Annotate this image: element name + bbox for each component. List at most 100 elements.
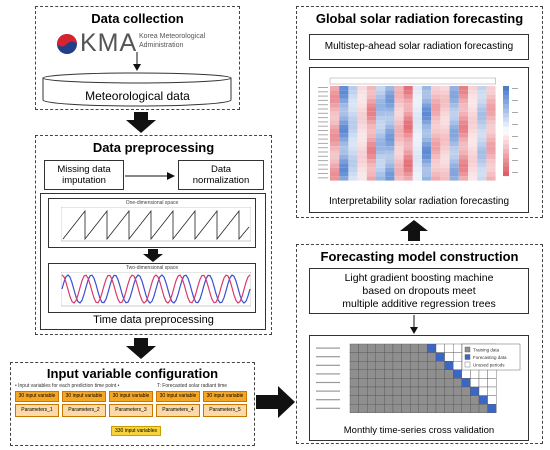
cv-cell — [392, 343, 402, 353]
heatmap-row-label — [318, 134, 328, 136]
heatmap-cell — [431, 146, 441, 151]
cv-cell — [452, 343, 462, 353]
heatmap-cell — [339, 107, 349, 112]
heatmap-cell — [412, 107, 422, 112]
heatmap-cell — [477, 159, 487, 164]
input-slot-label: 30 input variable — [156, 391, 200, 402]
heatmap-cell — [366, 103, 376, 108]
heatmap-cell — [431, 167, 441, 172]
heatmap-cell — [339, 103, 349, 108]
cv-legend-label: Forecasting data — [473, 355, 507, 360]
heatmap-cell — [376, 133, 386, 138]
sin-cos-plot — [61, 272, 251, 307]
heatmap-cell — [357, 107, 367, 112]
heatmap-cell — [449, 86, 459, 91]
cv-cell — [427, 369, 437, 379]
heatmap-cell — [330, 90, 340, 95]
cv-cell — [470, 395, 480, 405]
heatmap-cell — [348, 141, 358, 147]
heatmap-cell — [486, 120, 496, 125]
heatmap-cell — [477, 133, 487, 138]
cv-cell — [384, 395, 394, 405]
cv-cell — [384, 386, 394, 396]
sawtooth-line — [62, 209, 250, 241]
cv-cell — [452, 395, 462, 405]
heatmap-cell — [477, 137, 487, 142]
heatmap-cell — [339, 98, 349, 104]
cv-cell — [349, 386, 359, 396]
heatmap-cell — [458, 133, 468, 138]
heatmap-cell — [394, 111, 404, 117]
heatmap-cell — [458, 111, 468, 117]
heatmap-cell — [422, 107, 432, 112]
cv-cell — [470, 386, 480, 396]
heatmap-cell — [468, 90, 478, 95]
heatmap-cell — [431, 154, 441, 160]
heatmap-cell — [458, 137, 468, 142]
heatmap-cell — [348, 159, 358, 164]
heatmap-cell — [357, 94, 367, 99]
heatmap-cell — [412, 150, 422, 155]
heatmap-cell — [412, 103, 422, 108]
heatmap-cell — [468, 141, 478, 147]
heatmap-cell — [458, 103, 468, 108]
heatmap-cell — [339, 141, 349, 147]
heatmap-row-label — [318, 95, 328, 97]
heatmap-cell — [449, 111, 459, 117]
heatmap-cell — [468, 137, 478, 142]
cv-cell — [461, 369, 471, 379]
heatmap-cell — [376, 154, 386, 160]
heatmap-cell — [449, 90, 459, 95]
colorbar-segment — [503, 167, 509, 172]
cv-cell — [487, 378, 497, 388]
input-slot-sub: Parameters_3 — [109, 404, 153, 417]
input-to-model-arrow — [256, 386, 295, 418]
model-line1: Light gradient boosting machine — [344, 272, 494, 284]
cv-cell — [367, 403, 377, 413]
heatmap-cell — [403, 146, 413, 151]
heatmap-cell — [458, 86, 468, 91]
cv-cell — [470, 369, 480, 379]
heatmap-cell — [458, 176, 468, 181]
heatmap-cell — [468, 159, 478, 164]
cv-cell — [427, 403, 437, 413]
cv-cell — [418, 395, 428, 405]
heatmap-cell — [357, 150, 367, 155]
heatmap-cell — [468, 86, 478, 91]
heatmap-cell — [412, 159, 422, 164]
heatmap-cell — [477, 103, 487, 108]
heatmap-cell — [385, 167, 395, 172]
heatmap-cell — [376, 94, 386, 99]
heatmap-cell — [348, 94, 358, 99]
colorbar-segment — [503, 171, 509, 177]
cv-cell — [470, 403, 480, 413]
data-preprocessing-title: Data preprocessing — [92, 140, 215, 155]
heatmap-cell — [357, 137, 367, 142]
heatmap-cell — [468, 163, 478, 168]
heatmap-cell — [394, 172, 404, 177]
colorbar-segment — [503, 158, 509, 163]
input-slot-label: 30 input variable — [203, 391, 247, 402]
input-variable-panel: Input variable configuration • Input var… — [10, 362, 255, 446]
heatmap-cell — [330, 146, 340, 151]
cv-cell — [375, 386, 385, 396]
database-label: Meteorological data — [85, 89, 190, 103]
heatmap-cell — [394, 141, 404, 147]
heatmap-cell — [486, 154, 496, 160]
model-construction-panel: Forecasting model construction Light gra… — [296, 244, 543, 444]
cv-cell — [367, 361, 377, 371]
cv-cell — [367, 395, 377, 405]
heatmap-cell — [348, 111, 358, 117]
heatmap-cell — [394, 90, 404, 95]
heatmap-cell — [385, 94, 395, 99]
heatmap-cell — [458, 163, 468, 168]
heatmap-cell — [403, 94, 413, 99]
heatmap-cell — [412, 116, 422, 121]
heatmap-cell — [330, 124, 340, 129]
heatmap-cell — [449, 146, 459, 151]
heatmap-cell — [468, 107, 478, 112]
cv-cell — [384, 343, 394, 353]
heatmap-cell — [339, 172, 349, 177]
